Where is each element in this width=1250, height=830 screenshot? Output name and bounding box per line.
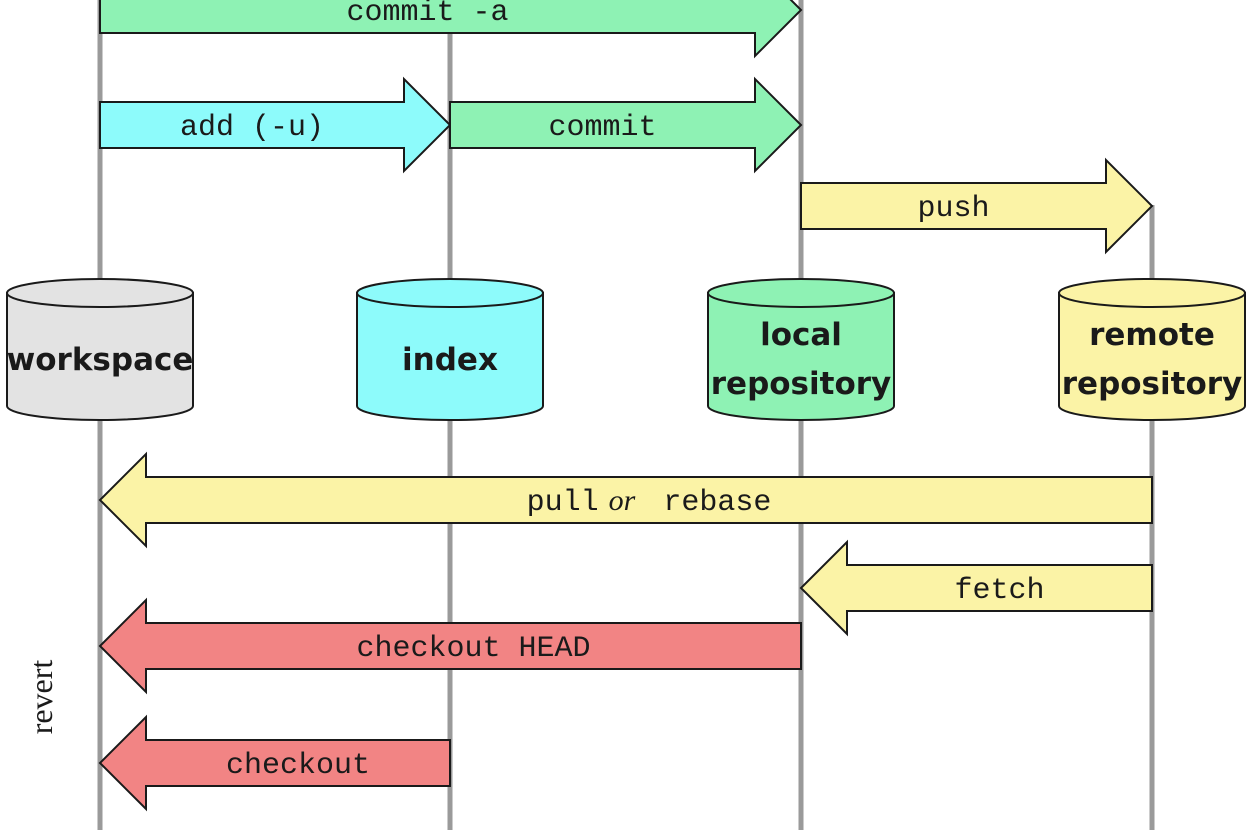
label-part-pull: pull [527, 486, 599, 520]
arrow-add-label: add (-u) [180, 111, 324, 145]
store-workspace: workspace [6, 278, 194, 421]
store-index: index [356, 278, 544, 421]
arrow-commit-label: commit [548, 111, 656, 145]
arrow-checkout-head: checkout HEAD [98, 597, 802, 695]
store-index-top [356, 278, 544, 308]
arrow-commit-shape [449, 76, 803, 174]
store-remote-label: repository [1062, 366, 1243, 402]
arrow-push: push [800, 157, 1154, 255]
arrow-fetch-label: fetch [954, 574, 1044, 608]
store-local-top [707, 278, 895, 308]
store-index-label: index [402, 342, 498, 378]
store-index-body [356, 292, 544, 421]
store-local-body [707, 292, 895, 421]
arrow-checkout-shape [98, 714, 451, 812]
arrow-checkout-head-shape [98, 597, 802, 695]
arrow-commit: commit [449, 76, 803, 174]
arrow-fetch: fetch [799, 539, 1153, 637]
revert-side-label: revert [23, 660, 59, 735]
arrow-checkout: checkout [98, 714, 451, 812]
label-part-or: or [609, 484, 636, 517]
side-annotation: revert [23, 660, 59, 735]
arrow-checkout-head-label: checkout HEAD [356, 632, 590, 666]
store-workspace-label: workspace [7, 342, 194, 378]
arrow-commit-a: commit -a [99, 0, 803, 59]
arrow-checkout-label: checkout [226, 749, 370, 783]
arrow-push-shape [800, 157, 1154, 255]
arrow-add-shape [99, 76, 452, 174]
store-local-label: repository [711, 366, 892, 402]
store-remote-top [1058, 278, 1246, 308]
store-remote: remote repository [1058, 278, 1246, 421]
arrow-push-label: push [917, 192, 989, 226]
store-remote-label: remote [1089, 317, 1215, 353]
arrow-fetch-shape [799, 539, 1153, 637]
store-local: local repository [707, 278, 895, 421]
arrow-commit-a-label: commit -a [346, 0, 508, 30]
store-local-label: local [760, 317, 842, 353]
store-workspace-top [6, 278, 194, 308]
label-part-rebase: rebase [645, 486, 771, 520]
arrow-add: add (-u) [99, 76, 452, 174]
storage-cylinders: workspace index local repository remote repos… [6, 278, 1246, 421]
store-workspace-body [6, 292, 194, 421]
arrow-commit-a-shape [99, 0, 803, 59]
arrow-pull-shape [98, 451, 1153, 549]
store-remote-body [1058, 292, 1246, 421]
